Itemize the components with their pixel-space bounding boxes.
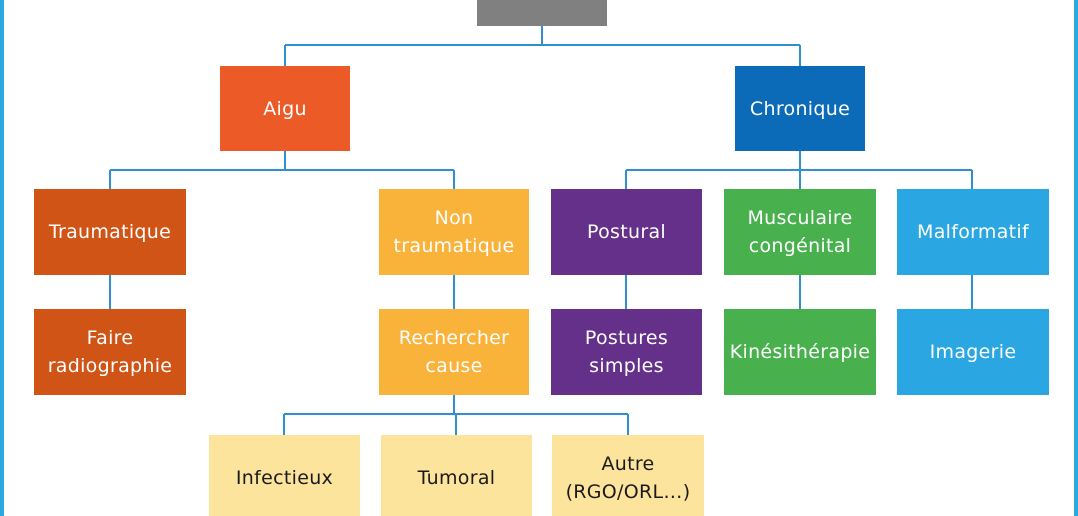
- node-kine-label: Kinésithérapie: [729, 341, 871, 363]
- node-autre-label: Autre (RGO/ORL…): [565, 453, 691, 503]
- node-postural-label: Postural: [587, 221, 666, 243]
- node-aigu-label: Aigu: [263, 97, 307, 120]
- node-kinesitherapie: Kinésithérapie: [724, 309, 876, 395]
- connector-lines: [109, 26, 973, 435]
- node-traumatique: Traumatique: [34, 189, 186, 275]
- node-musculaire-label: Musculaire congénital: [747, 207, 853, 257]
- node-tumoral-label: Tumoral: [417, 467, 496, 489]
- node-rechercher-cause: Rechercher cause: [379, 309, 529, 395]
- node-imagerie: Imagerie: [897, 309, 1049, 395]
- node-malformatif-label: Malformatif: [917, 221, 1029, 243]
- node-postural: Postural: [551, 189, 702, 275]
- node-faire-radiographie: Faire radiographie: [34, 309, 186, 395]
- node-infectieux-label: Infectieux: [235, 467, 334, 489]
- node-malformatif: Malformatif: [897, 189, 1049, 275]
- node-chronique-label: Chronique: [749, 97, 851, 120]
- node-musculaire-congenital: Musculaire congénital: [724, 189, 876, 275]
- node-chronique: Chronique: [735, 66, 865, 151]
- node-infectieux: Infectieux: [209, 435, 360, 516]
- node-radiographie-label: Faire radiographie: [47, 327, 173, 377]
- node-aigu: Aigu: [220, 66, 350, 151]
- node-rechercher-label: Rechercher cause: [398, 327, 510, 377]
- node-postures-simples: Postures simples: [551, 309, 702, 395]
- node-non-traumatique: Non traumatique: [379, 189, 529, 275]
- node-tumoral: Tumoral: [381, 435, 532, 516]
- node-postures-label: Postures simples: [584, 327, 669, 377]
- node-imagerie-label: Imagerie: [929, 341, 1017, 363]
- node-traumatique-label: Traumatique: [48, 221, 172, 243]
- root-node: [477, 0, 607, 26]
- node-autre: Autre (RGO/ORL…): [552, 435, 704, 516]
- node-non-traumatique-label: Non traumatique: [393, 207, 515, 257]
